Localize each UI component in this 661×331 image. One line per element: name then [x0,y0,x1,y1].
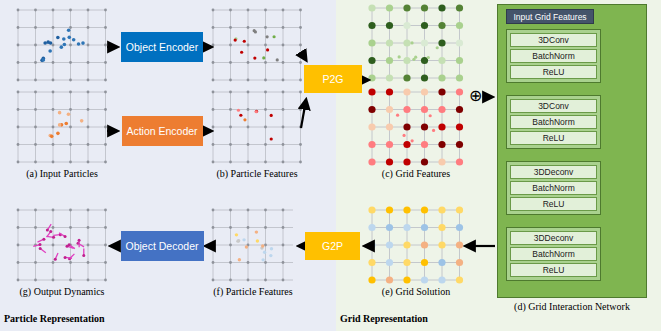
layer-name: ReLU [510,131,597,145]
input-box: Input Grid Features [506,9,594,24]
box-label: G2P [322,240,343,252]
encoder-box: Object Encoder [121,32,203,62]
layer-block: 3DConvBatchNormReLU [506,95,601,149]
particle-region [0,0,336,331]
box-label: P2G [322,73,343,85]
transfer-box: P2G [304,65,362,93]
region-label: Particle Representation [4,313,105,324]
layer-name: 3DDeconv [510,231,597,245]
box-label: Action Encoder [126,125,197,137]
layer-name: ReLU [510,263,597,277]
layer-block: 3DDeconvBatchNormReLU [506,227,601,281]
flow-arrows [107,47,495,246]
region-label: Grid Representation [340,313,428,324]
caption-label: (f) Particle Features [213,286,292,297]
box-label: Object Encoder [126,41,198,53]
panel-heading: (d) Grid Interaction Network [514,301,630,312]
grid-illustrations [17,4,464,283]
caption-label: (e) Grid Solution [382,286,450,297]
grid-region [336,0,661,331]
sum-symbol: ⊕ [469,86,482,105]
layer-name: 3DConv [510,99,597,113]
box-label: Object Decoder [126,240,199,252]
decoder-box: Object Decoder [121,231,204,261]
caption-label: (c) Grid Features [382,168,450,179]
layer-name: ReLU [510,197,597,211]
layer-name: 3DDeconv [510,165,597,179]
caption-label: (g) Output Dynamics [20,286,105,297]
caption-label: (b) Particle Features [216,168,297,179]
layer-name: BatchNorm [510,181,597,195]
layer-block: 3DConvBatchNormReLU [506,29,601,83]
layer-block: 3DDeconvBatchNormReLU [506,161,601,215]
caption-label: (a) Input Particles [26,168,98,179]
layer-name: BatchNorm [510,49,597,63]
layer-name: ReLU [510,65,597,79]
box-label: Input Grid Features [513,12,586,22]
layer-name: BatchNorm [510,115,597,129]
layer-name: 3DConv [510,33,597,47]
network-panel: (d) Grid Interaction NetworkInput Grid F… [497,4,647,298]
layer-name: BatchNorm [510,247,597,261]
encoder-box: Action Encoder [122,116,203,146]
transfer-box: G2P [305,232,360,260]
